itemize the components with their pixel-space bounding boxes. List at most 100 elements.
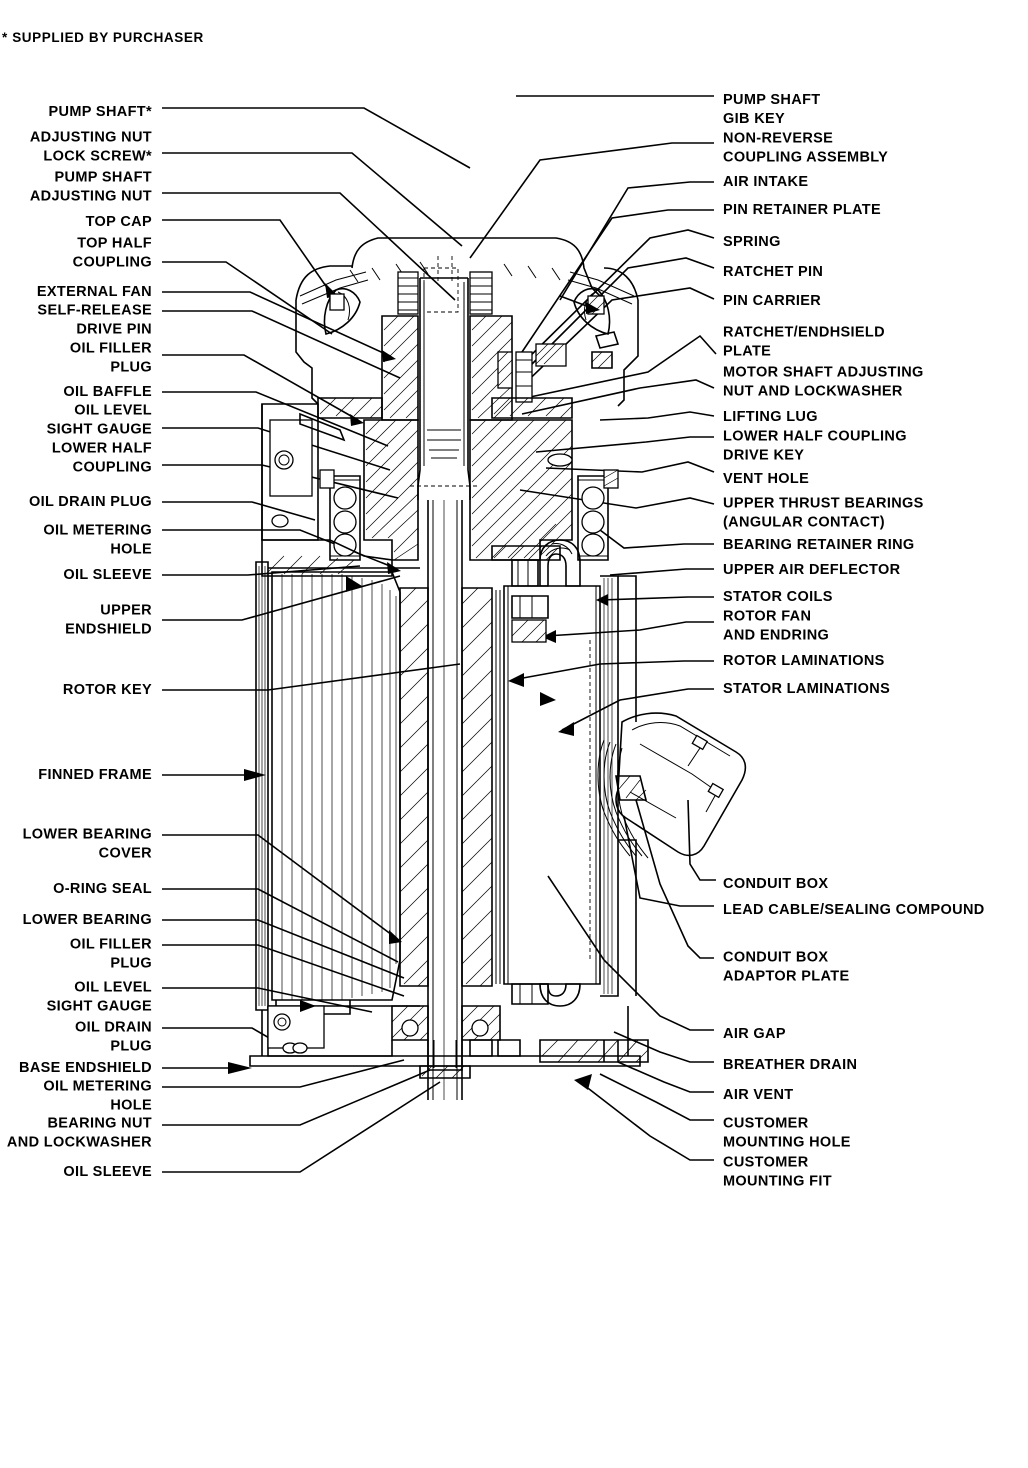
callout-line: BASE ENDSHIELD — [19, 1059, 152, 1076]
callout-line: EXTERNAL FAN — [36, 283, 152, 300]
callout-line: OIL SLEEVE — [63, 1163, 152, 1180]
callout-line: PIN RETAINER PLATE — [723, 201, 882, 218]
callout-line: O-RING SEAL — [53, 880, 152, 897]
callout-line: LIFTING LUG — [723, 408, 818, 425]
motor-assembly-section — [249, 237, 747, 1100]
callout-line: (ANGULAR CONTACT) — [723, 514, 885, 530]
callout-label-customer-mounting-fit: CUSTOMER MOUNTING FIT — [723, 1154, 832, 1191]
callout-line: CONDUIT BOX — [723, 875, 829, 892]
callout-label-o-ring-seal: O-RING SEAL — [53, 880, 152, 899]
callout-line: ADJUSTING NUT — [29, 129, 152, 146]
callout-line: COUPLING — [72, 254, 152, 270]
callout-line: RATCHET PIN — [723, 263, 824, 280]
callout-label-vent-hole: VENT HOLE — [723, 470, 809, 489]
callout-label-upper-air-deflector: UPPER AIR DEFLECTOR — [723, 561, 900, 580]
callout-label-air-vent: AIR VENT — [723, 1086, 793, 1105]
callout-line: STATOR COILS — [723, 588, 833, 605]
callout-line: PUMP SHAFT — [54, 169, 152, 186]
callout-line: BEARING NUT — [47, 1115, 152, 1132]
leader-lines-right — [469, 95, 717, 1161]
callout-label-stator-laminations: STATOR LAMINATIONS — [723, 680, 890, 699]
callout-label-ratchet-pin: RATCHET PIN — [723, 263, 823, 282]
callout-line: BREATHER DRAIN — [723, 1056, 858, 1073]
callout-label-air-intake: AIR INTAKE — [723, 173, 808, 192]
callout-line: SIGHT GAUGE — [46, 998, 152, 1014]
callout-line: SIGHT GAUGE — [46, 421, 152, 437]
callout-line: OIL FILLER — [69, 340, 152, 357]
callout-line: AIR GAP — [723, 1025, 786, 1042]
callout-line: ROTOR KEY — [62, 681, 152, 698]
callout-line: AND LOCKWASHER — [6, 1134, 152, 1150]
callout-label-bearing-nut-lockwasher: BEARING NUT AND LOCKWASHER — [7, 1115, 152, 1152]
callout-line: ROTOR FAN — [723, 608, 812, 625]
callout-line: MOUNTING HOLE — [723, 1134, 851, 1150]
callout-label-lifting-lug: LIFTING LUG — [723, 408, 818, 427]
callout-label-bearing-retainer-ring: BEARING RETAINER RING — [723, 536, 915, 555]
callout-line: AIR VENT — [723, 1086, 794, 1103]
callout-line: COUPLING — [72, 459, 152, 475]
callout-line: PLUG — [110, 359, 152, 375]
callout-line: AIR INTAKE — [723, 173, 809, 190]
callout-line: MOTOR SHAFT ADJUSTING — [723, 364, 924, 381]
callout-line: OIL DRAIN PLUG — [28, 493, 152, 510]
callout-label-oil-sleeve-lower: OIL SLEEVE — [63, 1163, 152, 1182]
callout-line: FINNED FRAME — [38, 766, 152, 783]
callout-line: CONDUIT BOX — [723, 949, 829, 966]
callout-label-lower-bearing-cover: LOWER BEARING COVER — [23, 826, 152, 863]
callout-line: PLATE — [723, 343, 772, 359]
callout-line: UPPER AIR DEFLECTOR — [723, 561, 901, 578]
callout-line: SELF-RELEASE — [37, 302, 152, 319]
callout-label-pin-retainer-plate: PIN RETAINER PLATE — [723, 201, 881, 220]
callout-label-pin-carrier: PIN CARRIER — [723, 292, 821, 311]
callout-line: PLUG — [110, 955, 152, 971]
callout-line: HOLE — [110, 1097, 152, 1113]
callout-line: OIL METERING — [43, 1078, 152, 1095]
callout-line: PUMP SHAFT* — [48, 103, 152, 120]
callout-line: TOP HALF — [77, 235, 152, 252]
callout-label-rotor-fan-endring: ROTOR FAN AND ENDRING — [723, 608, 829, 645]
callout-line: MOUNTING FIT — [723, 1173, 832, 1189]
callout-line: PUMP SHAFT — [723, 91, 821, 108]
leader-lines-left — [162, 107, 471, 1173]
callout-line: OIL DRAIN — [75, 1019, 152, 1036]
callout-label-lower-bearing: LOWER BEARING — [23, 911, 152, 930]
callout-label-spring: SPRING — [723, 233, 781, 252]
callout-line: OIL SLEEVE — [63, 566, 152, 583]
callout-line: GIB KEY — [723, 110, 786, 127]
callout-line: ADAPTOR PLATE — [723, 968, 850, 984]
callout-label-base-endshield: BASE ENDSHIELD — [19, 1059, 152, 1078]
callout-line: DRIVE KEY — [723, 447, 805, 463]
callout-label-oil-filler-plug-upper: OIL FILLER PLUG — [70, 340, 152, 377]
callout-label-stator-coils: STATOR COILS — [723, 588, 833, 607]
callout-line: SPRING — [723, 233, 781, 250]
callout-line: NUT AND LOCKWASHER — [723, 383, 903, 399]
callout-line: AND ENDRING — [723, 627, 830, 643]
callout-line: HOLE — [110, 541, 152, 557]
callout-line: TOP CAP — [85, 213, 152, 230]
callout-line: OIL LEVEL — [74, 979, 152, 996]
callout-line: COVER — [98, 845, 152, 861]
callout-label-oil-metering-hole-up: OIL METERING HOLE — [43, 522, 152, 559]
callout-line: PIN CARRIER — [723, 292, 822, 309]
callout-line: OIL METERING — [43, 522, 152, 539]
callout-label-upper-thrust-bearings: UPPER THRUST BEARINGS(ANGULAR CONTACT) — [723, 495, 924, 532]
callout-line: LOWER BEARING — [22, 826, 152, 843]
callout-line: NON-REVERSE — [723, 130, 834, 147]
callout-line: COUPLING ASSEMBLY — [723, 149, 889, 165]
callout-label-conduit-box: CONDUIT BOX — [723, 875, 828, 894]
callout-label-oil-baffle: OIL BAFFLE — [63, 383, 152, 402]
callout-label-oil-drain-plug-upper: OIL DRAIN PLUG — [29, 493, 152, 512]
callout-line: CUSTOMER — [723, 1154, 809, 1171]
callout-label-pump-shaft: PUMP SHAFT — [723, 91, 821, 110]
callout-label-finned-frame: FINNED FRAME — [38, 766, 152, 785]
